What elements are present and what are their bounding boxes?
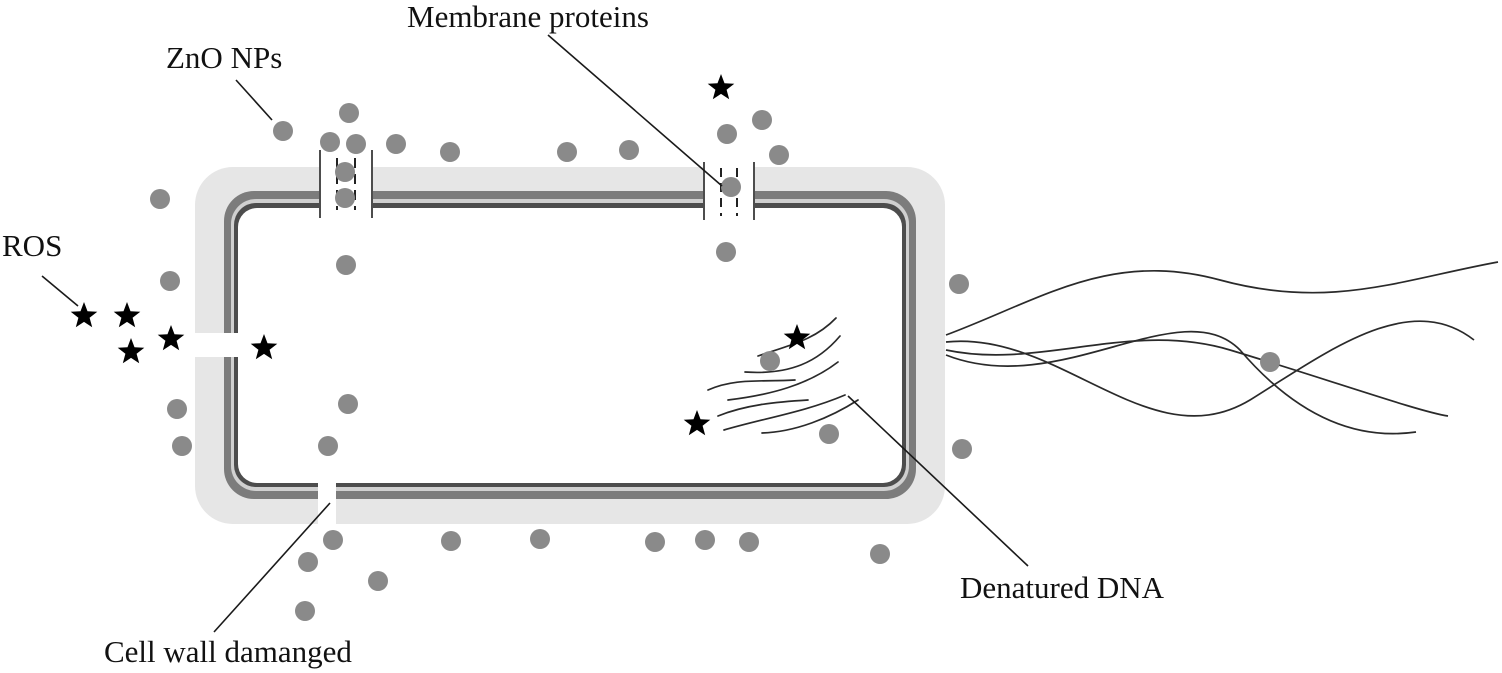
flagella [945,261,1499,435]
dna-strand [744,335,841,374]
zno-nanoparticle [695,530,715,550]
leader-lines [41,34,1029,633]
zno-nanoparticle [717,124,737,144]
zno-nanoparticle [172,436,192,456]
ros-star-icon [157,325,185,351]
zno-nanoparticle [150,189,170,209]
ros-star-icon [117,338,145,364]
leader-dna [847,395,1029,567]
zno-nanoparticle [386,134,406,154]
flagellum-1 [945,261,1499,336]
zno-nanoparticle [346,134,366,154]
ros-star-icon [113,302,141,328]
zno-nanoparticle [716,242,736,262]
zno-nanoparticle [339,103,359,123]
zno-nanoparticle [167,399,187,419]
label-zno-nps: ZnO NPs [166,40,282,75]
zno-nanoparticle [752,110,772,130]
zno-nanoparticle [273,121,293,141]
zno-nanoparticle [368,571,388,591]
flagellum-3 [945,339,1449,417]
zno-nanoparticle [336,255,356,275]
zno-nanoparticle [318,436,338,456]
dna-strand [717,399,809,417]
flagellum-4 [945,330,1417,435]
dna-strand [727,361,839,401]
wall-breach-bottom [318,476,336,526]
zno-nanoparticle [952,439,972,459]
zno-nanoparticle [645,532,665,552]
zno-nanoparticle [721,177,741,197]
flagellum-2 [945,320,1475,417]
zno-nanoparticle [530,529,550,549]
zno-nanoparticle [1260,352,1280,372]
zno-nanoparticle [870,544,890,564]
ros-stars [70,74,811,436]
zno-nanoparticle [335,162,355,182]
zno-nanoparticle [440,142,460,162]
leader-ros [41,275,79,307]
zno-nanoparticle [441,531,461,551]
leader-wall [213,502,331,633]
dna-strand [707,379,796,391]
zno-nanoparticle [949,274,969,294]
zno-nanoparticle [320,132,340,152]
zno-nanoparticle [769,145,789,165]
wall-breach-left [188,333,246,357]
label-denatured-dna: Denatured DNA [960,570,1165,605]
label-ros: ROS [2,228,62,263]
leader-zno [235,79,273,121]
leader-membrane [547,34,723,187]
zno-nanoparticle [819,424,839,444]
ros-star-icon [783,324,811,350]
zno-nanoparticle [338,394,358,414]
cytoplasm [238,208,902,483]
zno-nanoparticle [298,552,318,572]
zno-nanoparticle [295,601,315,621]
zno-nanoparticles [150,103,1280,621]
zno-nanoparticle [739,532,759,552]
dna-strand [761,399,859,434]
label-membrane-proteins: Membrane proteins [407,0,649,34]
ros-star-icon [683,410,711,436]
ros-star-icon [70,302,98,328]
zno-nanoparticle [557,142,577,162]
dna-strand [723,394,846,431]
ros-star-icon [707,74,735,100]
ros-star-icon [250,334,278,360]
zno-nanoparticle [760,351,780,371]
zno-nanoparticle [335,188,355,208]
zno-nanoparticle [160,271,180,291]
zno-nanoparticle [323,530,343,550]
label-cell-wall-damaged: Cell wall damanged [104,634,352,669]
zno-nanoparticle [619,140,639,160]
